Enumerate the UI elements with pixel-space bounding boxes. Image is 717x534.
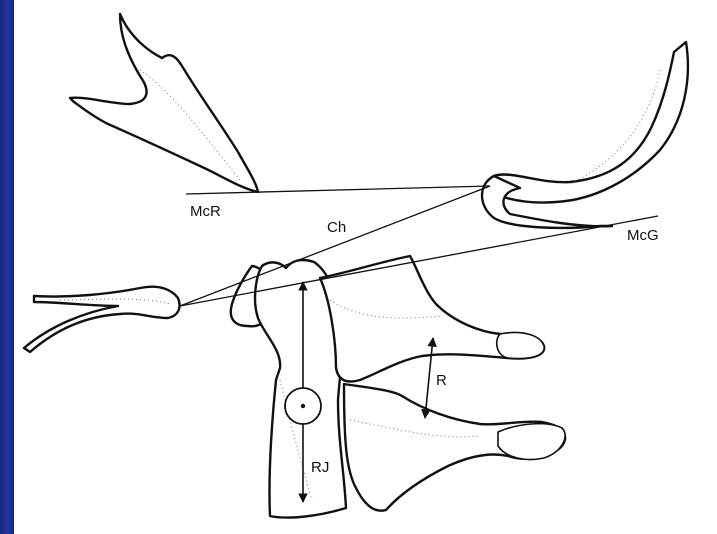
left-bone xyxy=(24,287,180,352)
central-bone-complex xyxy=(231,256,565,518)
label-ch: Ch xyxy=(327,219,346,236)
label-mcg: McG xyxy=(627,227,659,244)
label-mcr: McR xyxy=(190,203,221,220)
mcr-line xyxy=(186,186,490,194)
upper-left-bone xyxy=(70,14,258,192)
center-dot-icon xyxy=(301,404,305,408)
label-rj: RJ xyxy=(311,459,329,476)
label-r: R xyxy=(436,372,447,389)
upper-right-bone xyxy=(482,42,688,228)
